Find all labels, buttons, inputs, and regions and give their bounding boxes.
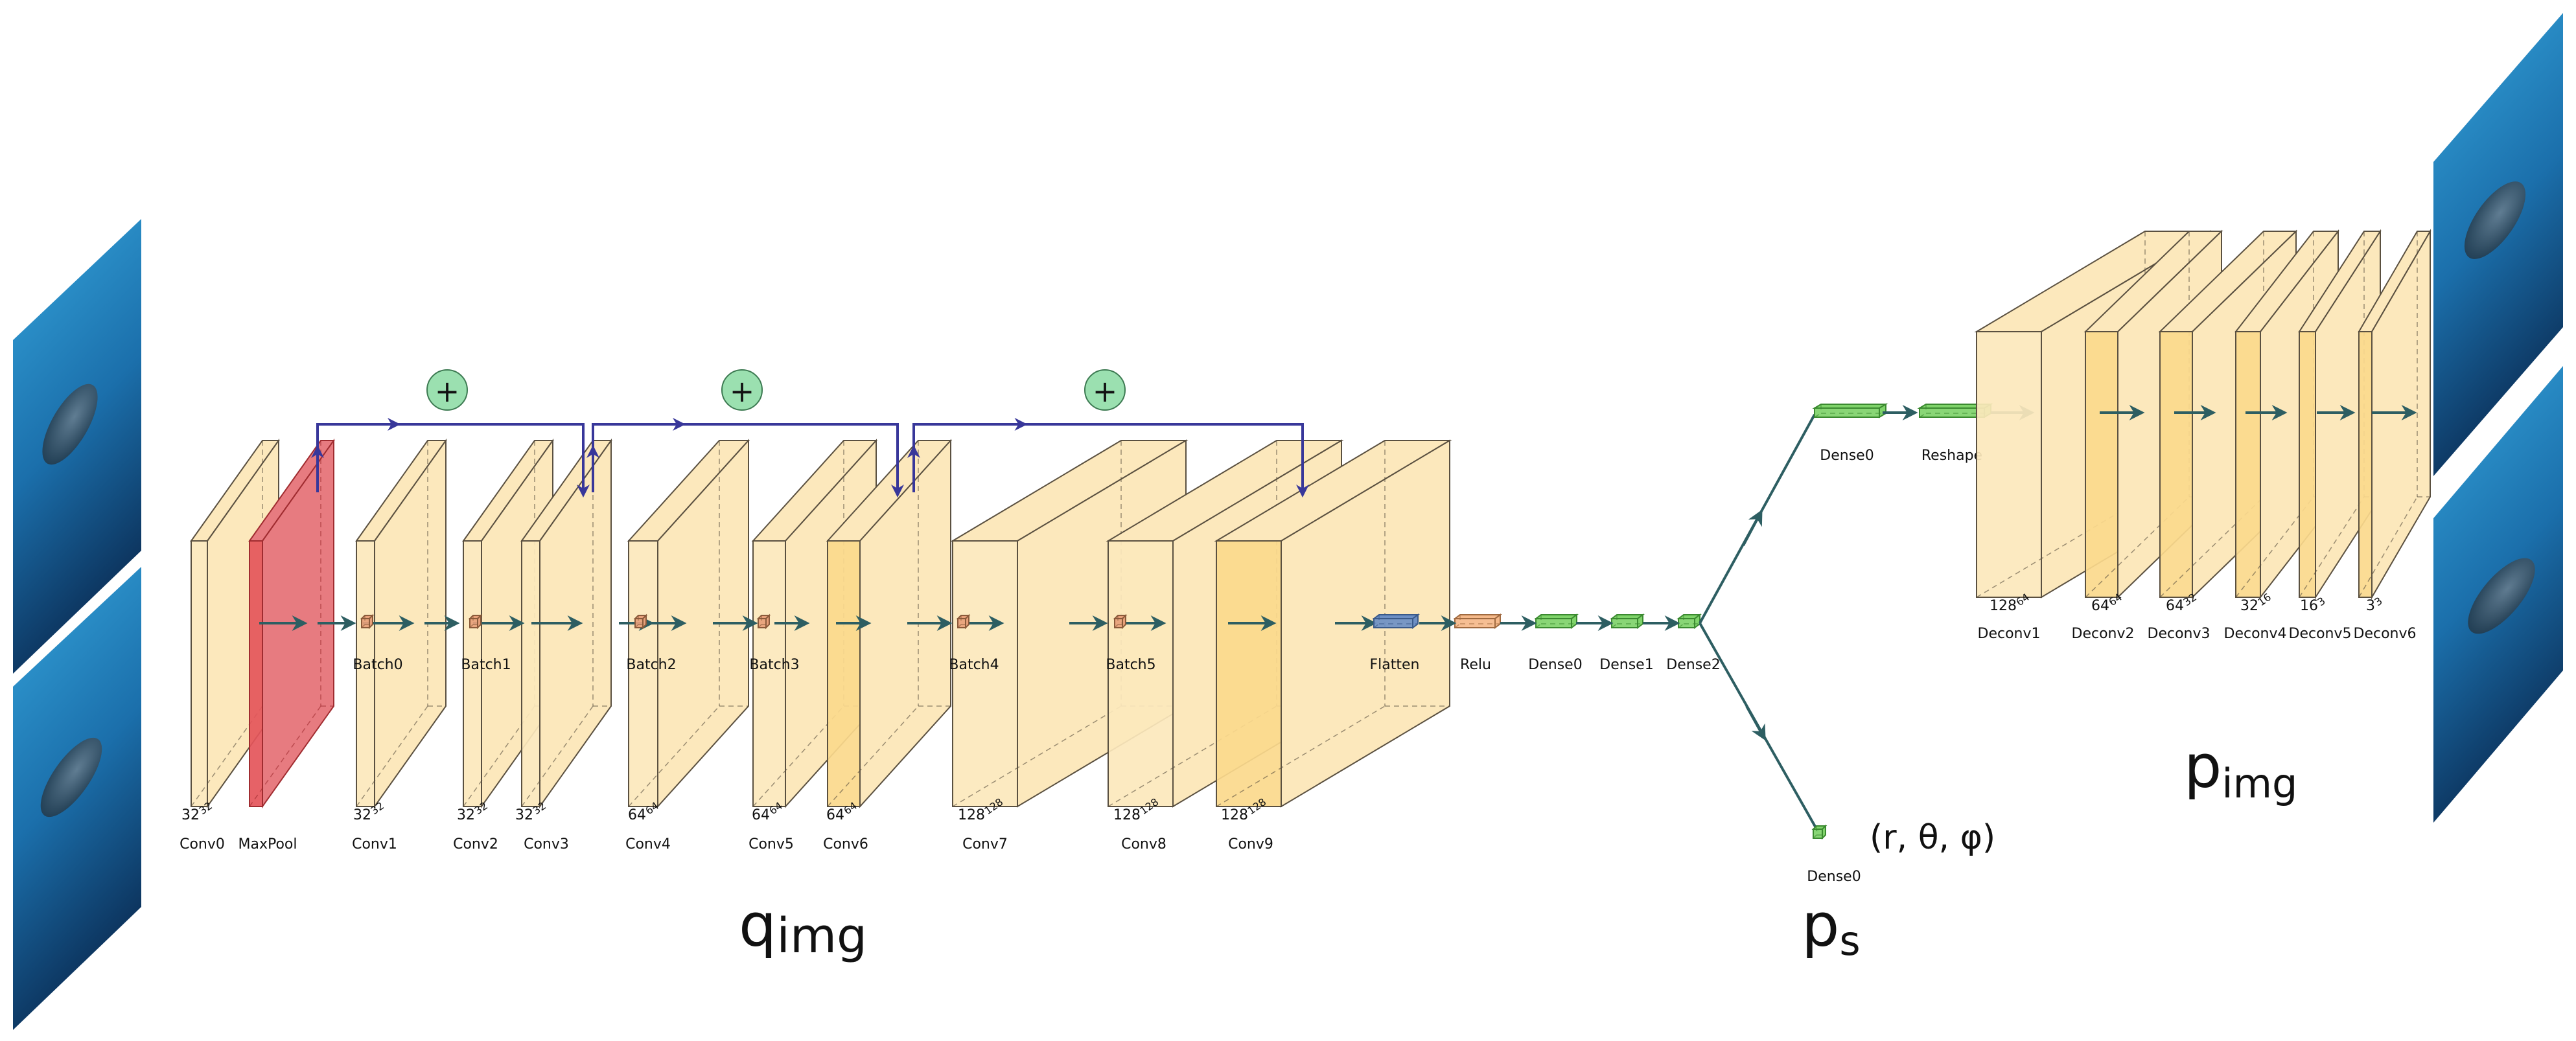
layer-size-conv6: 64 bbox=[826, 807, 844, 823]
layer-size-deconv3: 64 bbox=[2166, 598, 2184, 614]
layer-label-deconv1: Deconv1 bbox=[1978, 626, 2041, 642]
layer-label-conv3: Conv3 bbox=[524, 836, 569, 852]
branch-up-arrow bbox=[1742, 509, 1763, 546]
layer-label-maxpool: MaxPool bbox=[238, 836, 297, 852]
skip-line-2 bbox=[912, 423, 1304, 492]
dolphin-icon bbox=[40, 737, 102, 818]
plus-symbol: + bbox=[1093, 374, 1118, 409]
dense-block-flatten bbox=[1372, 613, 1420, 629]
layer-label-deconv3: Deconv3 bbox=[2148, 626, 2210, 642]
image-panels bbox=[13, 13, 2563, 1030]
decoder-reshape-label: Reshape bbox=[1921, 448, 1982, 464]
batch-label-2: Batch2 bbox=[626, 657, 676, 673]
dolphin-icon bbox=[2464, 181, 2526, 259]
dense-block-dense1 bbox=[1610, 613, 1645, 629]
layer-size-conv7: 128 bbox=[958, 807, 985, 823]
batchnorm-1 bbox=[468, 613, 483, 630]
decoder-dense0 bbox=[1812, 403, 1888, 418]
residual-connections: + + + bbox=[311, 369, 1309, 498]
layer-label-deconv5: Deconv5 bbox=[2289, 626, 2352, 642]
dense-block-dense0 bbox=[1534, 613, 1579, 629]
plus-symbol: + bbox=[435, 374, 460, 409]
decoder-dense0-label: Dense0 bbox=[1820, 448, 1874, 464]
input-image-top bbox=[13, 219, 141, 674]
layer-label-conv7: Conv7 bbox=[962, 836, 1008, 852]
layer-label-conv4: Conv4 bbox=[625, 836, 671, 852]
dense-chain: Flatten Relu Dense0 Dense1 Dense2 bbox=[1370, 613, 1721, 673]
dense-label-relu: Relu bbox=[1460, 657, 1491, 673]
batchnorm-2 bbox=[633, 613, 648, 630]
batch-label-1: Batch1 bbox=[461, 657, 511, 673]
layer-size-conv2: 32 bbox=[457, 807, 475, 823]
dense-block-relu bbox=[1453, 613, 1502, 629]
layer-size-conv1: 32 bbox=[353, 807, 371, 823]
batch-label-3: Batch3 bbox=[749, 657, 799, 673]
layer-label-conv2: Conv2 bbox=[453, 836, 498, 852]
layer-deconv6 bbox=[2358, 229, 2431, 600]
batchnorm-5 bbox=[1113, 613, 1128, 630]
layer-size-conv0: 32 bbox=[181, 807, 200, 823]
layer-conv6 bbox=[826, 439, 953, 808]
dense-label-flatten: Flatten bbox=[1370, 657, 1420, 673]
encoder-title: qimg bbox=[739, 891, 867, 964]
input-image-bottom bbox=[13, 567, 141, 1030]
layer-label-deconv6: Deconv6 bbox=[2354, 626, 2417, 642]
output-image-top bbox=[2433, 13, 2563, 476]
plus-symbol: + bbox=[730, 374, 755, 409]
pose-output-label: (r, θ, φ) bbox=[1870, 818, 1995, 857]
batchnorm-4 bbox=[956, 613, 971, 630]
output-branches: Dense0 bbox=[1699, 414, 1861, 885]
layer-size-deconv5: 16 bbox=[2300, 598, 2318, 614]
layer-size-conv4: 64 bbox=[628, 807, 646, 823]
plus-icon: + bbox=[1084, 369, 1126, 411]
branch-down-arrow bbox=[1745, 705, 1766, 741]
output-image-bottom bbox=[2433, 366, 2563, 823]
dense-label-dense2: Dense2 bbox=[1666, 657, 1720, 673]
plus-icon: + bbox=[426, 369, 468, 411]
skip-line-1 bbox=[592, 423, 899, 492]
layer-size-deconv2: 64 bbox=[2091, 598, 2109, 614]
layer-label-deconv2: Deconv2 bbox=[2072, 626, 2135, 642]
layer-label-conv8: Conv8 bbox=[1121, 836, 1166, 852]
layer-size-conv9: 128 bbox=[1221, 807, 1248, 823]
pose-title: ps bbox=[1802, 891, 1861, 965]
layer-label-conv0: Conv0 bbox=[180, 836, 225, 852]
dolphin-icon bbox=[2468, 558, 2535, 634]
layer-label-conv5: Conv5 bbox=[748, 836, 794, 852]
batchnorm-3 bbox=[756, 613, 771, 630]
batch-label-5: Batch5 bbox=[1106, 657, 1155, 673]
layer-conv4 bbox=[627, 439, 750, 808]
layer-label-conv9: Conv9 bbox=[1228, 836, 1273, 852]
layer-size-deconv1: 128 bbox=[1990, 598, 2017, 614]
layer-label-conv6: Conv6 bbox=[823, 836, 868, 852]
skip-line-0 bbox=[316, 423, 585, 492]
batch-label-4: Batch4 bbox=[949, 657, 999, 673]
batch-label-0: Batch0 bbox=[353, 657, 402, 673]
dense-block-dense2 bbox=[1677, 613, 1702, 629]
layer-label-conv1: Conv1 bbox=[352, 836, 397, 852]
decoder-title: pimg bbox=[2184, 732, 2297, 807]
pose-dense-block bbox=[1811, 824, 1828, 840]
batchnorm-0 bbox=[360, 613, 375, 630]
layer-size-conv5: 64 bbox=[752, 807, 770, 823]
layer-size-deconv6: 3 bbox=[2366, 598, 2375, 614]
layer-label-deconv4: Deconv4 bbox=[2224, 626, 2287, 642]
plus-icon: + bbox=[721, 369, 763, 411]
layer-size-conv8: 128 bbox=[1113, 807, 1141, 823]
pose-dense-label: Dense0 bbox=[1807, 869, 1861, 885]
dense-label-dense0: Dense0 bbox=[1528, 657, 1582, 673]
dolphin-icon bbox=[42, 383, 98, 465]
layer-size-conv3: 32 bbox=[515, 807, 533, 823]
dense-label-dense1: Dense1 bbox=[1599, 657, 1653, 673]
layer-size-deconv4: 32 bbox=[2240, 598, 2258, 614]
